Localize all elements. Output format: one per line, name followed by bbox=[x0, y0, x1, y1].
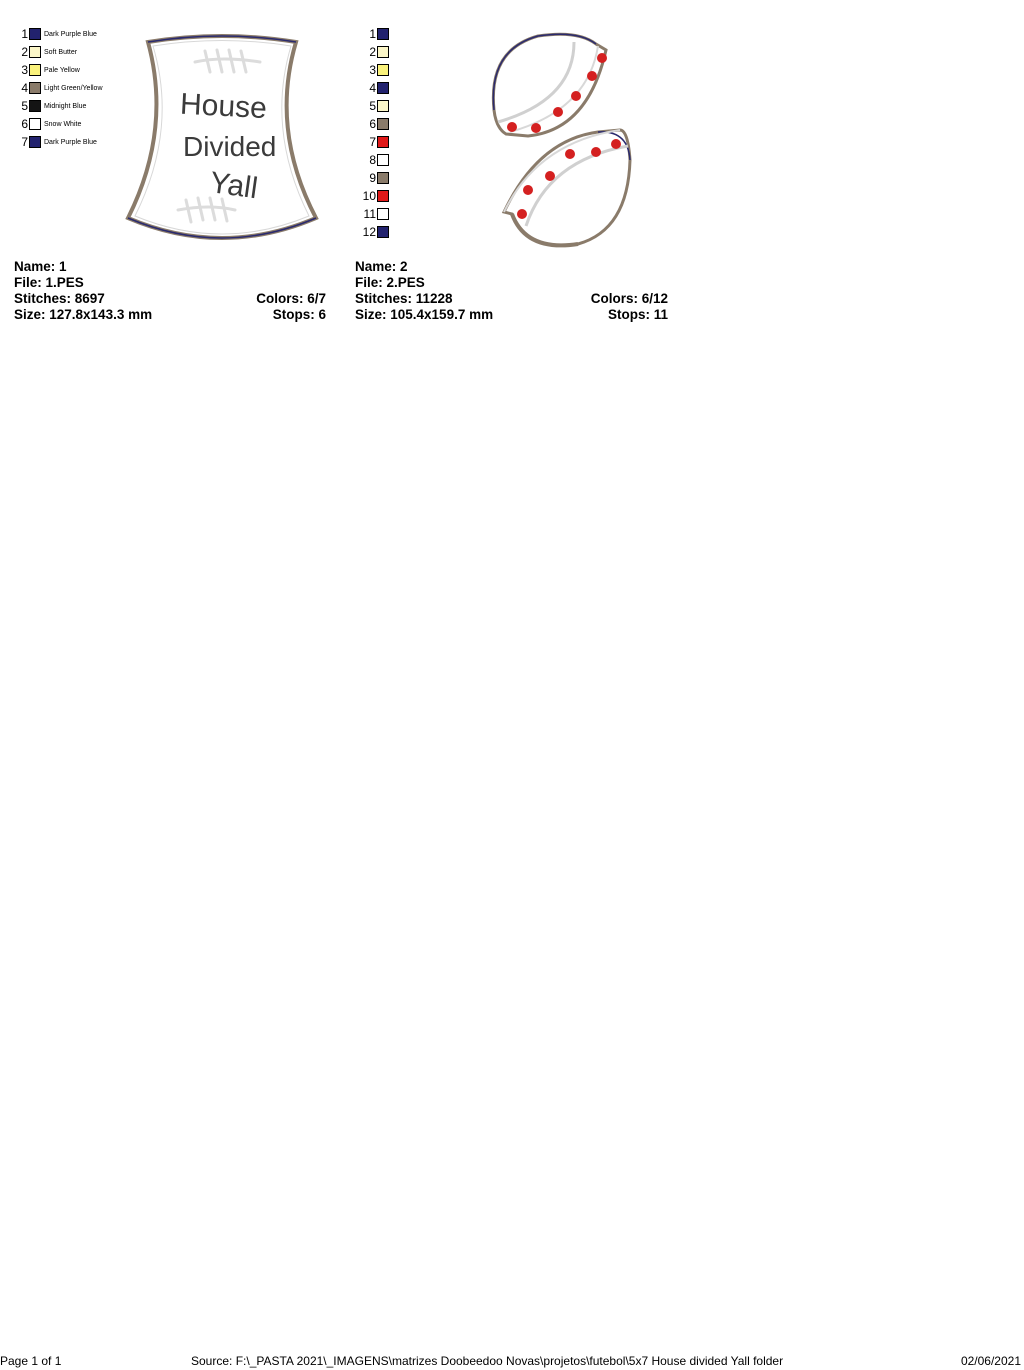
color-swatch bbox=[29, 100, 41, 112]
design-size: Size: 127.8x143.3 mm bbox=[14, 307, 153, 322]
color-name: Light Green/Yellow bbox=[44, 84, 103, 92]
design-info: Name: 2 File: 2.PES Stitches: 11228 Colo… bbox=[355, 259, 668, 323]
design-stitches: Stitches: 8697 bbox=[14, 291, 105, 306]
color-swatch bbox=[377, 172, 389, 184]
art-text-yall: Yall bbox=[208, 166, 260, 205]
color-swatch bbox=[377, 100, 389, 112]
color-number: 6 bbox=[21, 117, 28, 131]
design-stops: Stops: 11 bbox=[607, 307, 668, 322]
color-row: 10 bbox=[358, 188, 389, 204]
color-number: 12 bbox=[362, 225, 376, 239]
color-swatch bbox=[377, 28, 389, 40]
color-row: 3 Pale Yellow bbox=[14, 62, 80, 78]
color-number: 8 bbox=[369, 153, 376, 167]
color-number: 3 bbox=[21, 63, 28, 77]
color-number: 1 bbox=[369, 27, 376, 41]
color-number: 5 bbox=[369, 99, 376, 113]
color-swatch bbox=[377, 118, 389, 130]
color-row: 7 Dark Purple Blue bbox=[14, 134, 97, 150]
color-row: 4 Light Green/Yellow bbox=[14, 80, 103, 96]
color-row: 5 bbox=[358, 98, 389, 114]
design-colors: Colors: 6/12 bbox=[590, 291, 668, 306]
color-number: 1 bbox=[21, 27, 28, 41]
source-path: Source: F:\_PASTA 2021\_IMAGENS\matrizes… bbox=[191, 1354, 784, 1368]
color-swatch bbox=[29, 82, 41, 94]
color-swatch bbox=[29, 64, 41, 76]
color-number: 2 bbox=[21, 45, 28, 59]
color-row: 9 bbox=[358, 170, 389, 186]
color-row: 2 bbox=[358, 44, 389, 60]
color-swatch bbox=[377, 136, 389, 148]
color-number: 4 bbox=[369, 81, 376, 95]
design-info: Name: 1 File: 1.PES Stitches: 8697 Color… bbox=[14, 259, 326, 323]
color-swatch bbox=[377, 64, 389, 76]
top-laces bbox=[193, 48, 262, 74]
color-swatch bbox=[377, 82, 389, 94]
football-top-piece bbox=[491, 32, 608, 138]
color-swatch bbox=[377, 208, 389, 220]
color-name: Snow White bbox=[44, 120, 82, 128]
color-swatch bbox=[377, 226, 389, 238]
color-row: 7 bbox=[358, 134, 389, 150]
design-size: Size: 105.4x159.7 mm bbox=[355, 307, 494, 322]
color-swatch bbox=[377, 154, 389, 166]
color-swatch bbox=[29, 136, 41, 148]
color-number: 6 bbox=[369, 117, 376, 131]
color-number: 11 bbox=[363, 207, 376, 221]
art-text-house: House bbox=[179, 88, 267, 125]
design-colors: Colors: 6/7 bbox=[256, 291, 326, 306]
color-row: 6 Snow White bbox=[14, 116, 81, 132]
color-row: 5 Midnight Blue bbox=[14, 98, 86, 114]
color-row: 11 bbox=[358, 206, 389, 222]
color-name: Midnight Blue bbox=[44, 102, 87, 110]
color-number: 7 bbox=[21, 135, 28, 149]
color-swatch bbox=[29, 46, 41, 58]
house-divided-design-preview: House Divided Yall bbox=[125, 34, 319, 240]
print-date: 02/06/2021 bbox=[960, 1354, 1021, 1368]
color-number: 10 bbox=[362, 189, 376, 203]
football-bottom-piece bbox=[501, 128, 632, 248]
color-row: 3 bbox=[358, 62, 389, 78]
color-row: 8 bbox=[358, 152, 389, 168]
color-name: Dark Purple Blue bbox=[44, 30, 97, 38]
design-file: File: 2.PES bbox=[355, 275, 425, 290]
color-row: 4 bbox=[358, 80, 389, 96]
color-number: 4 bbox=[21, 81, 28, 95]
color-name: Dark Purple Blue bbox=[44, 138, 97, 146]
design-file: File: 1.PES bbox=[14, 275, 84, 290]
football-pieces-design-preview bbox=[491, 32, 632, 248]
color-swatch bbox=[29, 118, 41, 130]
color-row: 12 bbox=[358, 224, 389, 240]
color-number: 2 bbox=[369, 45, 376, 59]
design-stops: Stops: 6 bbox=[272, 307, 326, 322]
color-swatch bbox=[377, 46, 389, 58]
color-swatch bbox=[377, 190, 389, 202]
color-row: 6 bbox=[358, 116, 389, 132]
color-number: 5 bbox=[21, 99, 28, 113]
art-text-divided: Divided bbox=[183, 131, 276, 162]
design-stitches: Stitches: 11228 bbox=[355, 291, 453, 306]
color-row: 1 Dark Purple Blue bbox=[14, 26, 97, 42]
design-name: Name: 1 bbox=[14, 259, 67, 274]
page-number: Page 1 of 1 bbox=[0, 1354, 62, 1368]
color-swatch bbox=[29, 28, 41, 40]
color-number: 9 bbox=[369, 171, 376, 185]
design-name: Name: 2 bbox=[355, 259, 408, 274]
bottom-laces bbox=[176, 196, 237, 224]
color-row: 1 bbox=[358, 26, 389, 42]
color-name: Pale Yellow bbox=[44, 66, 80, 74]
color-number: 3 bbox=[369, 63, 376, 77]
color-row: 2 Soft Butter bbox=[14, 44, 77, 60]
color-number: 7 bbox=[369, 135, 376, 149]
color-name: Soft Butter bbox=[44, 48, 78, 56]
